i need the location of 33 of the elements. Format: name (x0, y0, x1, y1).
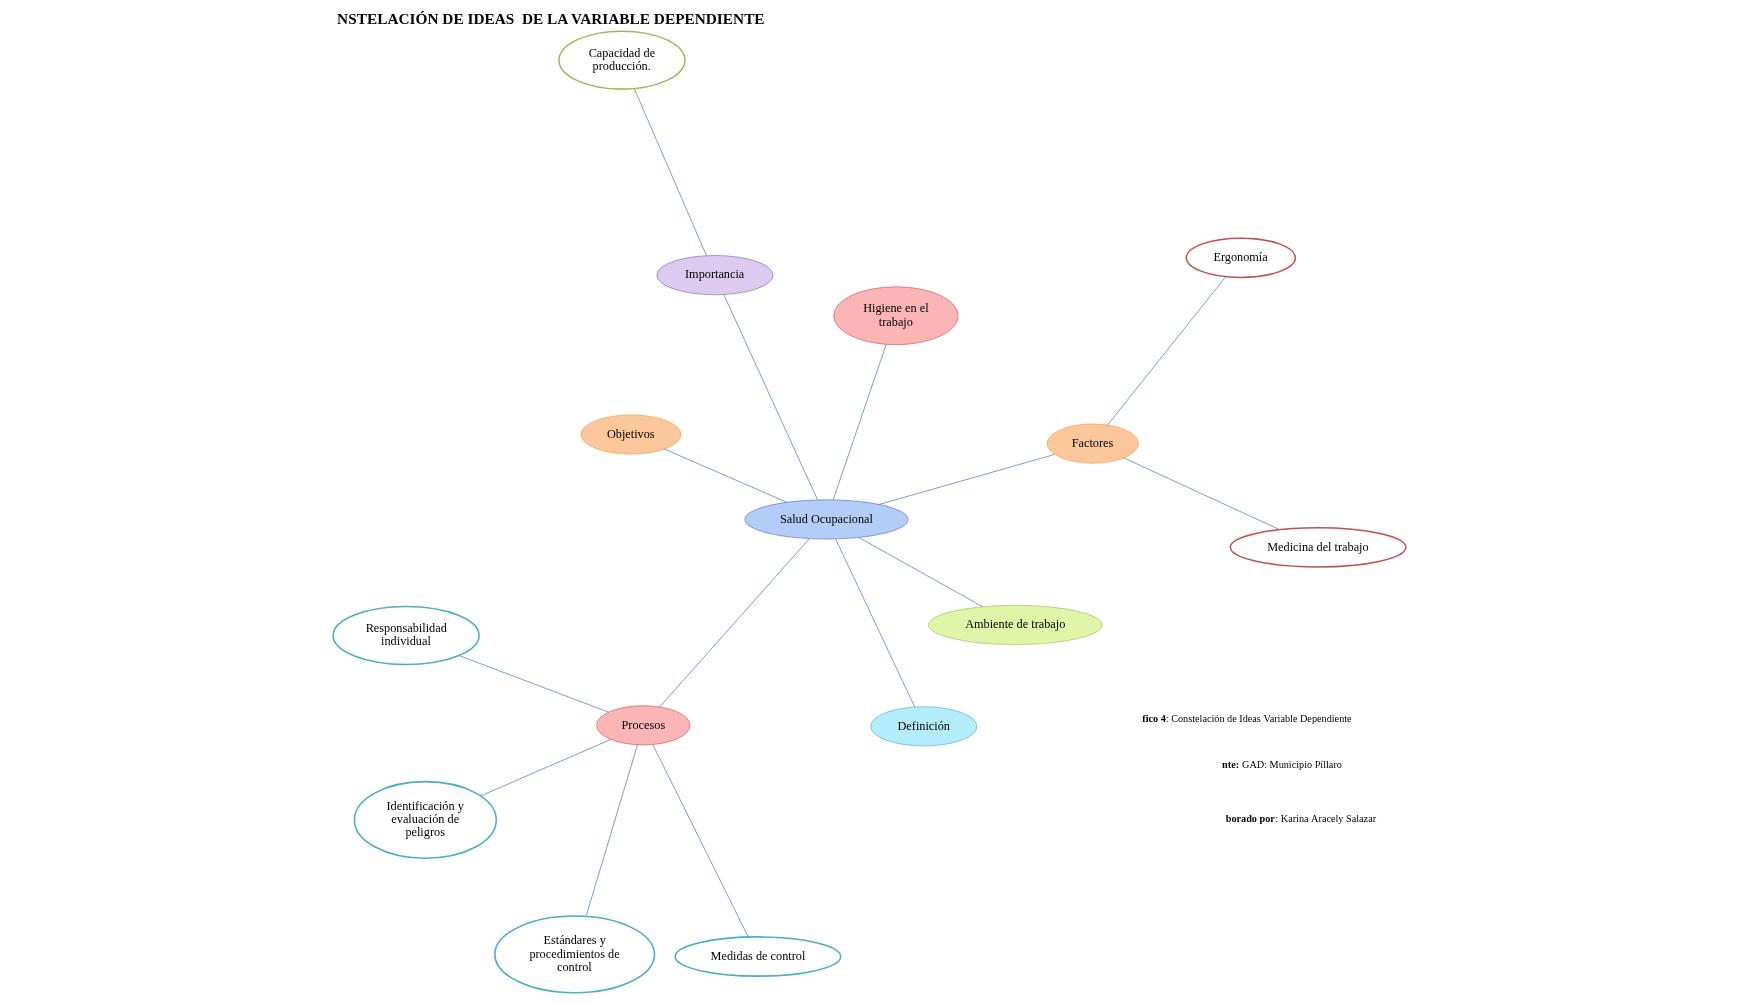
connector (1122, 457, 1280, 531)
connector (663, 448, 787, 503)
diagram-title: NSTELACIÓN DE IDEAS DE LA VARIABLE DEPENDIENTE (336, 10, 765, 28)
node-ellipse: Procesos (595, 705, 690, 746)
node-ellipse: Definición (869, 706, 977, 747)
label: borado por: Karina Aracely Salazar (1225, 813, 1376, 825)
node-ellipse: Capacidad de producción. (557, 30, 686, 90)
connector (832, 344, 887, 501)
connector (458, 655, 609, 713)
node-ellipse: Salud Ocupacional (744, 499, 908, 540)
connector (652, 744, 749, 938)
connector (1106, 276, 1226, 426)
node-ellipse: Responsabilidad individual (331, 605, 480, 666)
node-ellipse: Estándares y procedimientos de control (493, 915, 655, 994)
node-ellipse: Medidas de control (673, 936, 841, 977)
label: fico 4: Constelación de Ideas Variable Dependiente (1141, 712, 1352, 724)
label: nte: GAD: Municipio Píllaro (1221, 758, 1342, 770)
connector (878, 454, 1055, 505)
node-ellipse: Higiene en el trabajo (832, 286, 959, 346)
connector (658, 538, 810, 708)
connector (633, 88, 707, 257)
connector (722, 294, 818, 501)
node-ellipse: Importancia (656, 255, 773, 296)
node-ellipse: Identificación y evaluación de peligros (353, 780, 497, 860)
connector (857, 537, 983, 608)
connector (585, 744, 638, 917)
connector (479, 739, 611, 797)
node-ellipse: Ergonomía (1185, 237, 1296, 279)
node-ellipse: Factores (1046, 423, 1139, 464)
connector (834, 538, 915, 708)
node-ellipse: Ambiente de trabajo (927, 605, 1102, 645)
node-ellipse: Objetivos (580, 414, 681, 455)
node-ellipse: Medicina del trabajo (1229, 526, 1407, 568)
